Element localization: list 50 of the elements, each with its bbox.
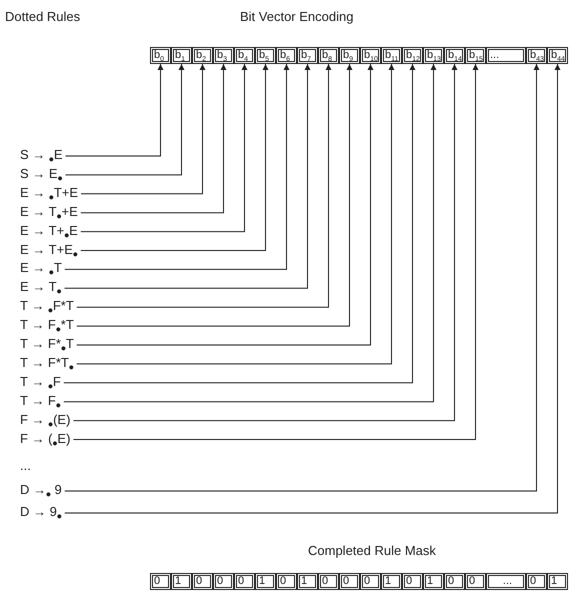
arrow bbox=[80, 64, 248, 232]
arrow bbox=[80, 64, 226, 214]
mask-cell: 1 bbox=[255, 573, 276, 590]
bit-cell: b$_{5}$ bbox=[255, 47, 276, 64]
arrow bbox=[64, 64, 164, 156]
mask-cell: 0 bbox=[276, 573, 297, 590]
bit-cell: b$_{1}$ bbox=[171, 47, 192, 64]
mask-cell: 0 bbox=[234, 573, 255, 590]
mask-cell: 0 bbox=[318, 573, 339, 590]
bit-cell: b$_{4}$ bbox=[234, 47, 255, 64]
mask-cell: 1 bbox=[171, 573, 192, 590]
mask-cell: 0 bbox=[150, 573, 171, 590]
bit-cell: ... bbox=[486, 47, 526, 64]
heading: Completed Rule Mask bbox=[308, 543, 436, 558]
arrow bbox=[64, 64, 310, 289]
mask-cell: 0 bbox=[465, 573, 486, 590]
bit-cell: b$_{9}$ bbox=[339, 47, 360, 64]
mask-cell: 0 bbox=[526, 573, 547, 590]
bit-cell: b$_{11}$ bbox=[381, 47, 402, 64]
arrow bbox=[64, 64, 290, 270]
bit-cell: b$_{15}$ bbox=[465, 47, 486, 64]
bit-cell: b$_{7}$ bbox=[297, 47, 318, 64]
ellipsis: ... bbox=[20, 458, 31, 473]
bit-cell: b$_{6}$ bbox=[276, 47, 297, 64]
heading: Dotted Rules bbox=[5, 9, 80, 24]
mask-cell: 1 bbox=[297, 573, 318, 590]
mask-cell: 0 bbox=[402, 573, 423, 590]
bit-cell: b$_{8}$ bbox=[318, 47, 339, 64]
arrow bbox=[64, 64, 184, 176]
mask-cell: ... bbox=[486, 573, 526, 590]
bit-cell: b$_{13}$ bbox=[423, 47, 444, 64]
arrow bbox=[80, 64, 206, 194]
mask-cell: 0 bbox=[339, 573, 360, 590]
bit-cell: b$_{43}$ bbox=[526, 47, 547, 64]
bit-cell: b$_{0}$ bbox=[150, 47, 171, 64]
heading: Bit Vector Encoding bbox=[240, 9, 354, 24]
bit-cell: b$_{2}$ bbox=[192, 47, 213, 64]
mask-cell: 0 bbox=[360, 573, 381, 590]
mask-cell: 0 bbox=[213, 573, 234, 590]
mask-cell: 1 bbox=[547, 573, 568, 590]
bit-cell: b$_{10}$ bbox=[360, 47, 381, 64]
mask-cell: 0 bbox=[444, 573, 465, 590]
mask-cell: 0 bbox=[192, 573, 213, 590]
mask-cell: 1 bbox=[381, 573, 402, 590]
mask-cell: 1 bbox=[423, 573, 444, 590]
bit-cell: b$_{14}$ bbox=[444, 47, 465, 64]
bit-cell: b$_{12}$ bbox=[402, 47, 423, 64]
arrow bbox=[80, 64, 268, 251]
bit-cell: b$_{44}$ bbox=[547, 47, 568, 64]
bit-cell: b$_{3}$ bbox=[213, 47, 234, 64]
